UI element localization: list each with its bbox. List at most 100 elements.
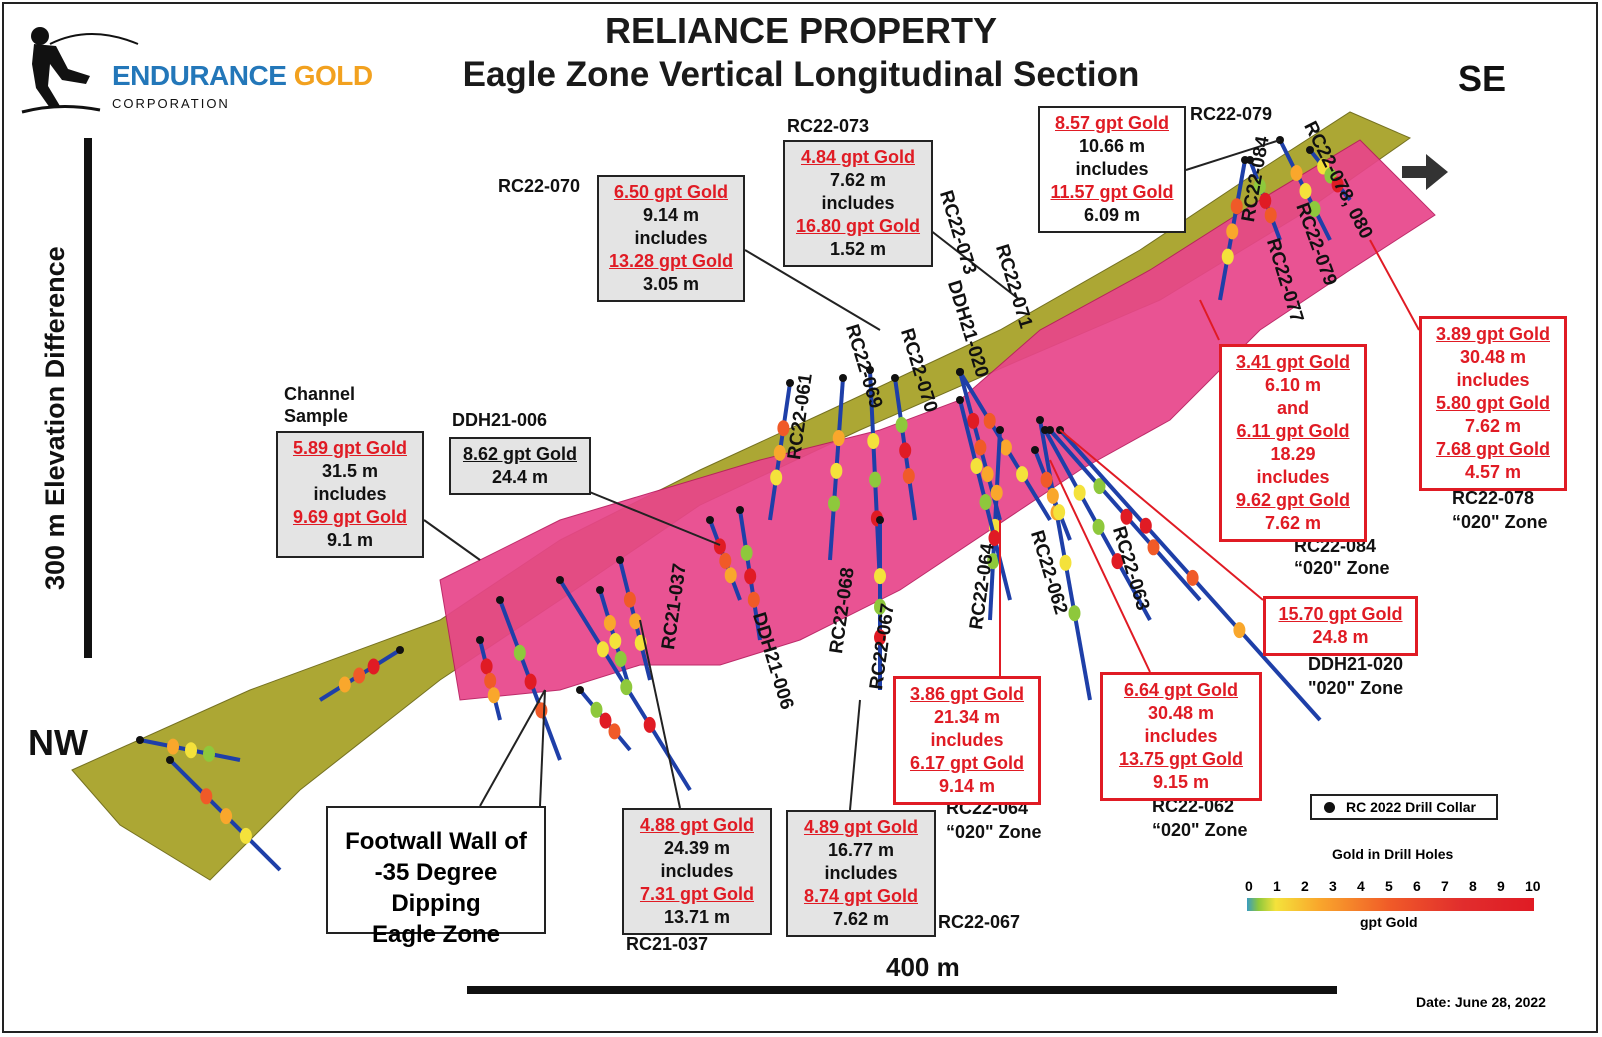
assay-interval (643, 716, 656, 733)
callout-leader (639, 619, 681, 809)
callout-leader (1185, 139, 1281, 171)
assay-interval (867, 432, 880, 449)
caption-rc22-084-zone: “020" Zone (1294, 558, 1390, 578)
assay-interval (484, 672, 497, 689)
assay-interval (596, 641, 609, 658)
drill-collar (996, 426, 1004, 434)
assay-interval (338, 676, 351, 693)
assay-interval (981, 466, 994, 483)
assay-interval (1221, 248, 1234, 265)
drill-collar (396, 646, 404, 654)
main-title: RELIANCE PROPERTY (604, 10, 998, 51)
assay-interval (983, 412, 996, 429)
assay-interval (185, 742, 197, 759)
caption-ddh21-020: DDH21-020 (1308, 654, 1404, 674)
assay-interval (874, 598, 886, 615)
drill-collar (956, 368, 964, 376)
assay-interval (740, 544, 753, 561)
caption-rc22-062-zone: “020" Zone (1152, 820, 1248, 840)
assay-interval (1059, 554, 1072, 571)
legend-tick: 1 (1273, 878, 1281, 894)
assay-interval (1053, 504, 1066, 521)
assay-interval (480, 658, 493, 675)
callout-leader (1199, 299, 1220, 341)
assay-interval (614, 651, 627, 667)
assay-interval (200, 788, 213, 805)
legend-tick: 6 (1413, 878, 1421, 894)
assay-interval (608, 723, 621, 740)
assay-interval (1299, 183, 1312, 199)
assay-interval (1331, 176, 1344, 193)
caption-rc22-079: RC22-079 (1190, 104, 1273, 124)
logo-wordmark: ENDURANCE GOLD (112, 60, 373, 91)
drill-collar (1306, 146, 1314, 154)
assay-interval (999, 439, 1012, 456)
assay-interval (203, 745, 215, 762)
assay-interval (987, 553, 1000, 570)
assay-interval (770, 469, 783, 486)
callout-leaders (423, 139, 1420, 811)
drill-collar (616, 556, 624, 564)
assay-interval (970, 458, 983, 474)
drill-collar (1046, 426, 1054, 434)
drill-collar (876, 516, 884, 524)
assay-interval (899, 442, 912, 459)
assay-interval (773, 444, 786, 461)
legend-tick: 5 (1385, 878, 1393, 894)
drill-collar (1246, 156, 1254, 164)
direction-nw: NW (28, 722, 88, 763)
assay-interval (777, 420, 790, 437)
legend-tick: 9 (1497, 878, 1505, 894)
subtitle: Eagle Zone Vertical Longitudinal Section (462, 55, 1140, 94)
assay-interval (1046, 487, 1059, 504)
assay-interval (603, 615, 616, 631)
logo-subtitle: CORPORATION (112, 96, 230, 111)
assay-interval (1111, 553, 1124, 570)
eagle-zone-surface (439, 139, 1436, 701)
assay-interval (974, 439, 987, 456)
assay-interval (747, 591, 760, 608)
assay-interval (220, 808, 233, 825)
assay-interval (524, 673, 537, 690)
assay-interval (1016, 466, 1029, 483)
drill-collar-icon (1324, 802, 1335, 813)
drill-collar (956, 396, 964, 404)
assay-interval (828, 495, 841, 512)
legend-gradient-bar (1247, 898, 1534, 911)
callout-leader (479, 689, 546, 807)
footwall-note: Footwall Wall of -35 Degree Dipping Eagl… (326, 806, 546, 948)
assay-interval (869, 471, 882, 488)
caption-ddh21-006: DDH21-006 (452, 410, 548, 430)
legend-tick: 2 (1301, 878, 1309, 894)
caption-channel-sample: Channel Sample (284, 384, 356, 426)
drill-collar (736, 506, 744, 514)
legend-tick: 10 (1525, 878, 1541, 894)
legend-tick: 3 (1329, 878, 1337, 894)
assay-interval (874, 629, 886, 646)
assay-interval (1290, 165, 1303, 181)
caption-rc22-073: RC22-073 (787, 116, 870, 136)
horizontal-scale-label: 400 m (886, 952, 960, 982)
assay-interval (1230, 198, 1243, 215)
drill-collar (891, 374, 899, 382)
assay-interval (1253, 178, 1266, 195)
assay-interval (719, 552, 732, 569)
assay-interval (744, 568, 757, 585)
callout-leader (539, 689, 546, 807)
drill-collar (596, 586, 604, 594)
assay-interval (1233, 622, 1246, 639)
assay-interval (990, 484, 1003, 501)
assay-interval (487, 687, 500, 704)
date-label: Date: June 28, 2022 (1416, 994, 1546, 1010)
assay-interval (167, 738, 179, 755)
